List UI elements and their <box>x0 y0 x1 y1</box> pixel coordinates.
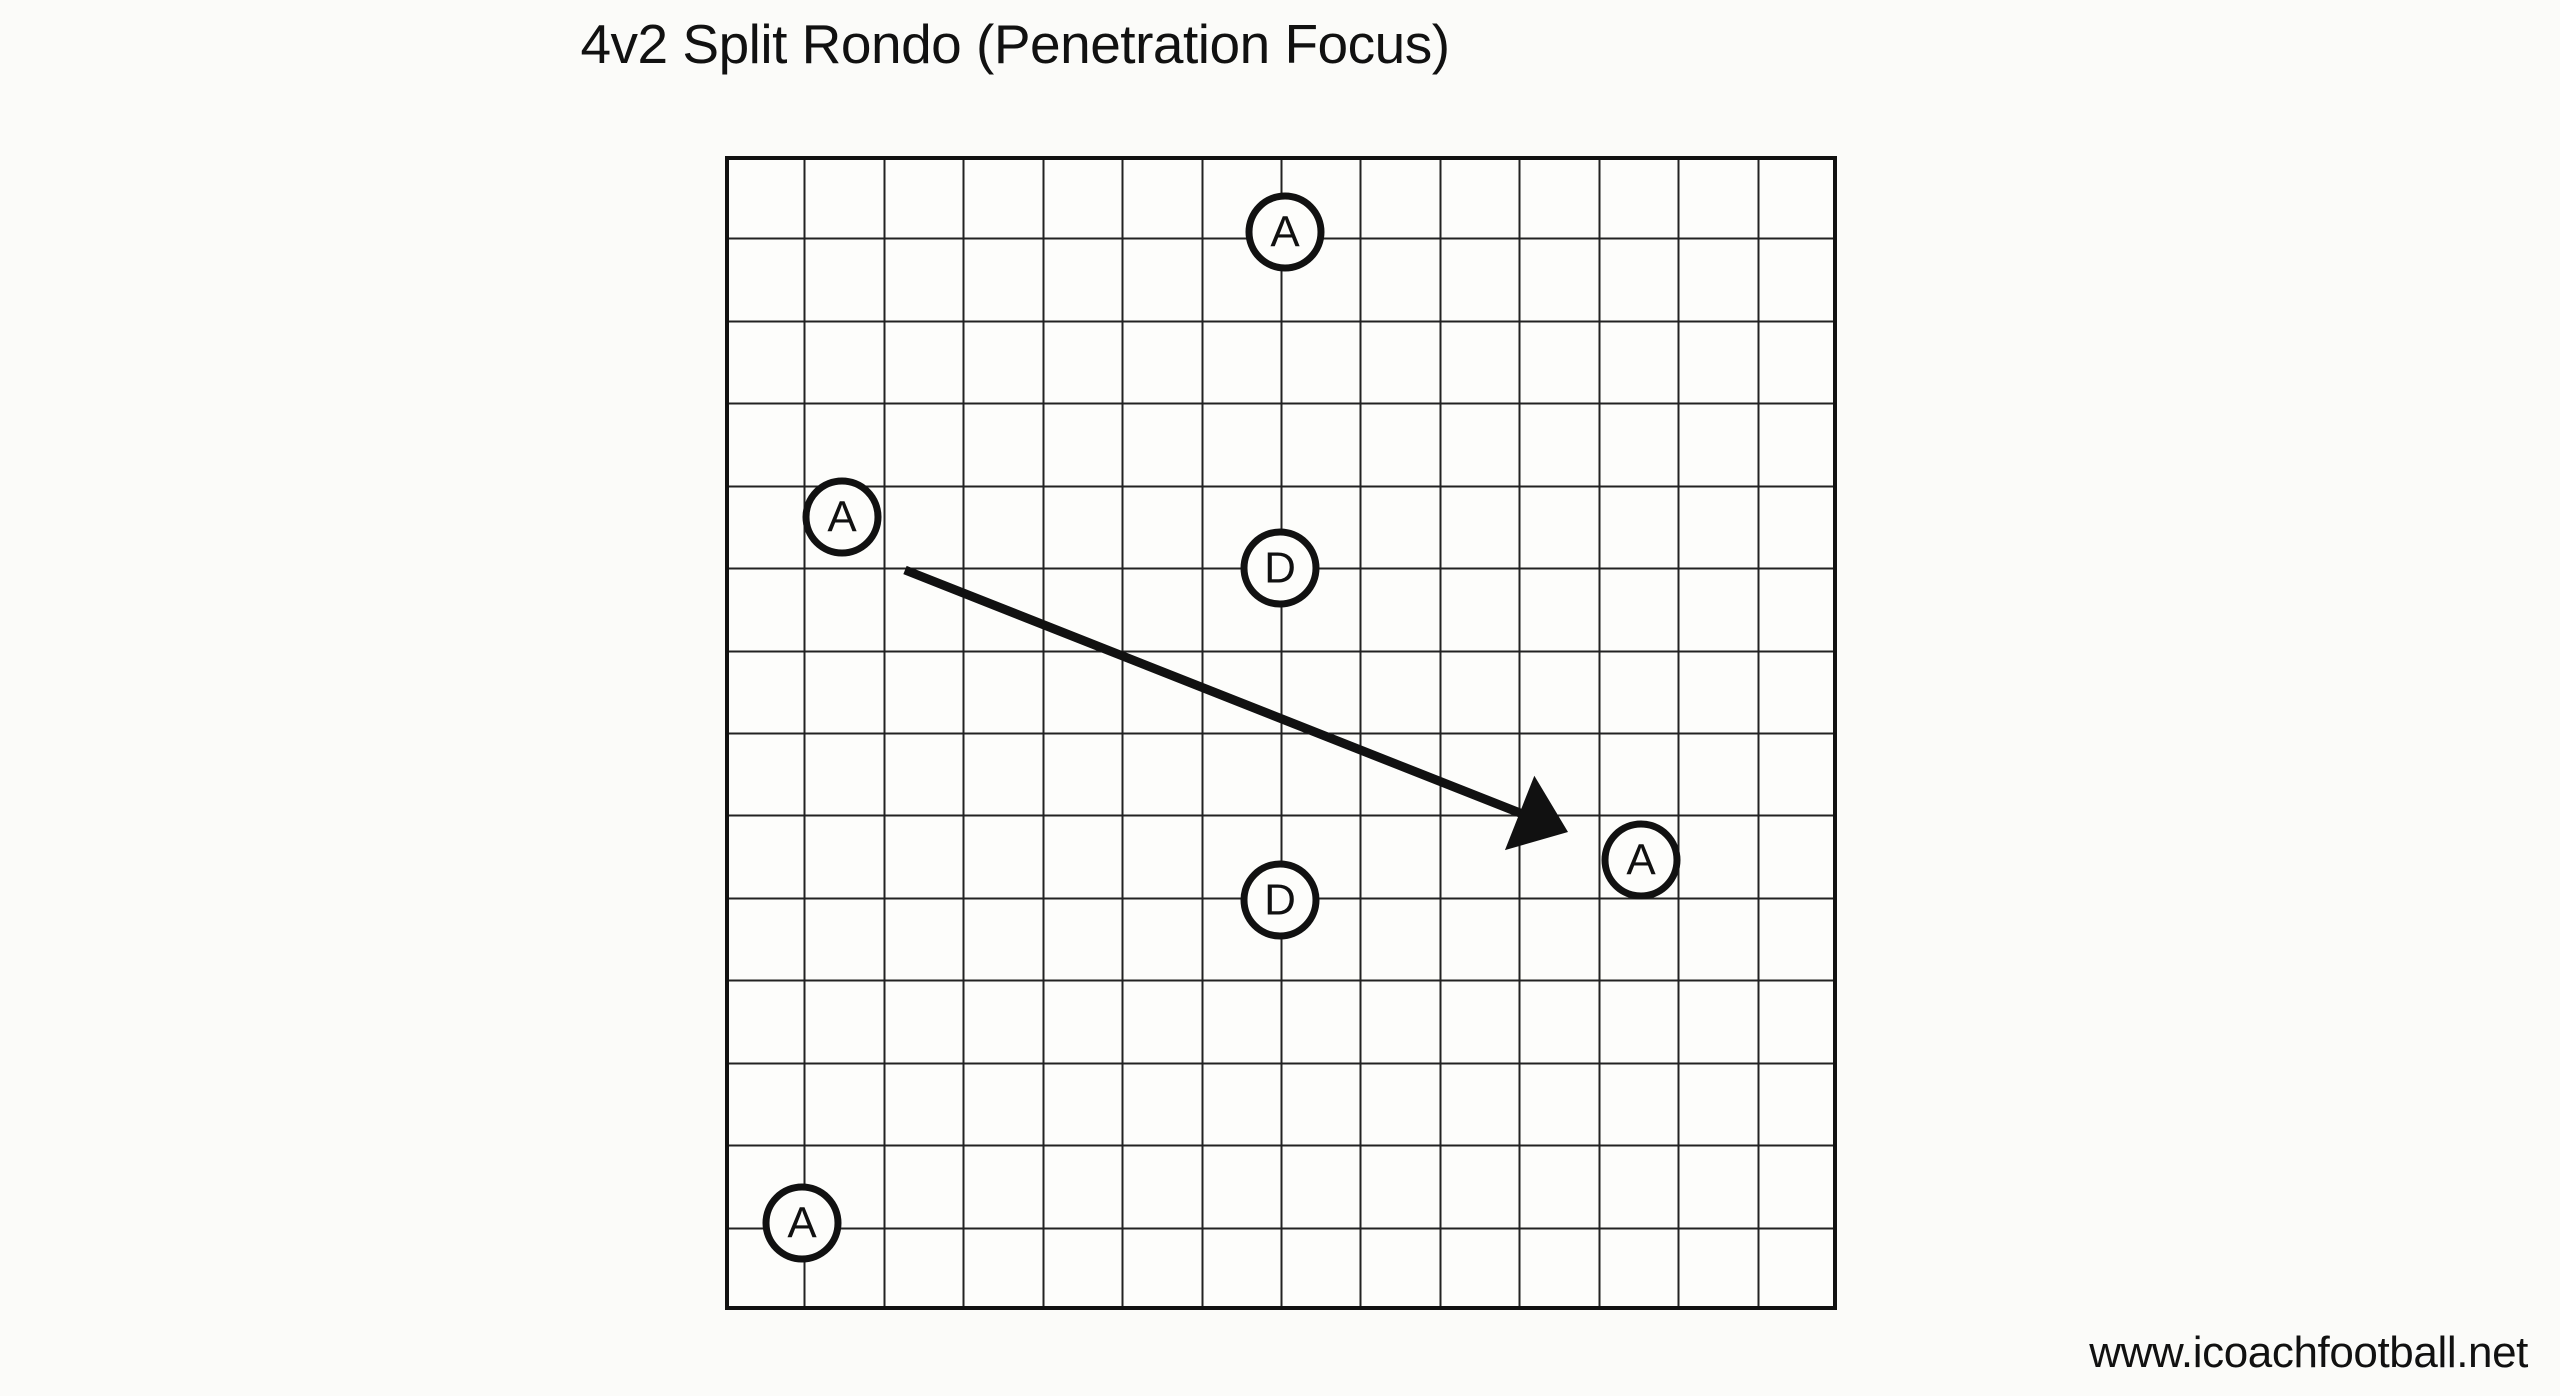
page-title: 4v2 Split Rondo (Penetration Focus) <box>580 13 1450 75</box>
site-watermark: www.icoachfootball.net <box>2089 1328 2528 1377</box>
arrow-pass <box>903 565 1568 851</box>
marker-fill <box>1246 193 1324 271</box>
marker-label: D <box>1264 876 1296 925</box>
arrow-shaft <box>903 565 1527 820</box>
arrow-head <box>1504 775 1568 851</box>
pitch-svg: A A D D A A <box>725 156 1837 1310</box>
marker-fill <box>803 478 881 556</box>
player-marker-attacker-left[interactable]: A <box>802 477 882 557</box>
marker-fill <box>1241 529 1319 607</box>
marker-ring-icon <box>1240 860 1320 940</box>
player-marker-defender-upper[interactable]: D <box>1240 528 1320 608</box>
marker-fill <box>1241 861 1319 939</box>
pitch-grid-area: A A D D A A <box>725 156 1837 1310</box>
player-markers: A A D D A A <box>762 192 1681 1263</box>
marker-ring-icon <box>762 1183 842 1263</box>
marker-label: A <box>1270 208 1300 257</box>
marker-label: A <box>1626 836 1656 885</box>
movement-arrows <box>903 565 1568 851</box>
marker-label: A <box>787 1199 817 1248</box>
marker-ring-icon <box>1601 820 1681 900</box>
player-marker-attacker-bottom-left[interactable]: A <box>762 1183 842 1263</box>
player-marker-defender-lower[interactable]: D <box>1240 860 1320 940</box>
player-marker-attacker-right[interactable]: A <box>1601 820 1681 900</box>
marker-ring-icon <box>1240 528 1320 608</box>
player-marker-attacker-top[interactable]: A <box>1245 192 1325 272</box>
marker-label: A <box>827 493 857 542</box>
marker-label: D <box>1264 544 1296 593</box>
marker-fill <box>763 1184 841 1262</box>
marker-ring-icon <box>1245 192 1325 272</box>
marker-fill <box>1602 821 1680 899</box>
marker-ring-icon <box>802 477 882 557</box>
